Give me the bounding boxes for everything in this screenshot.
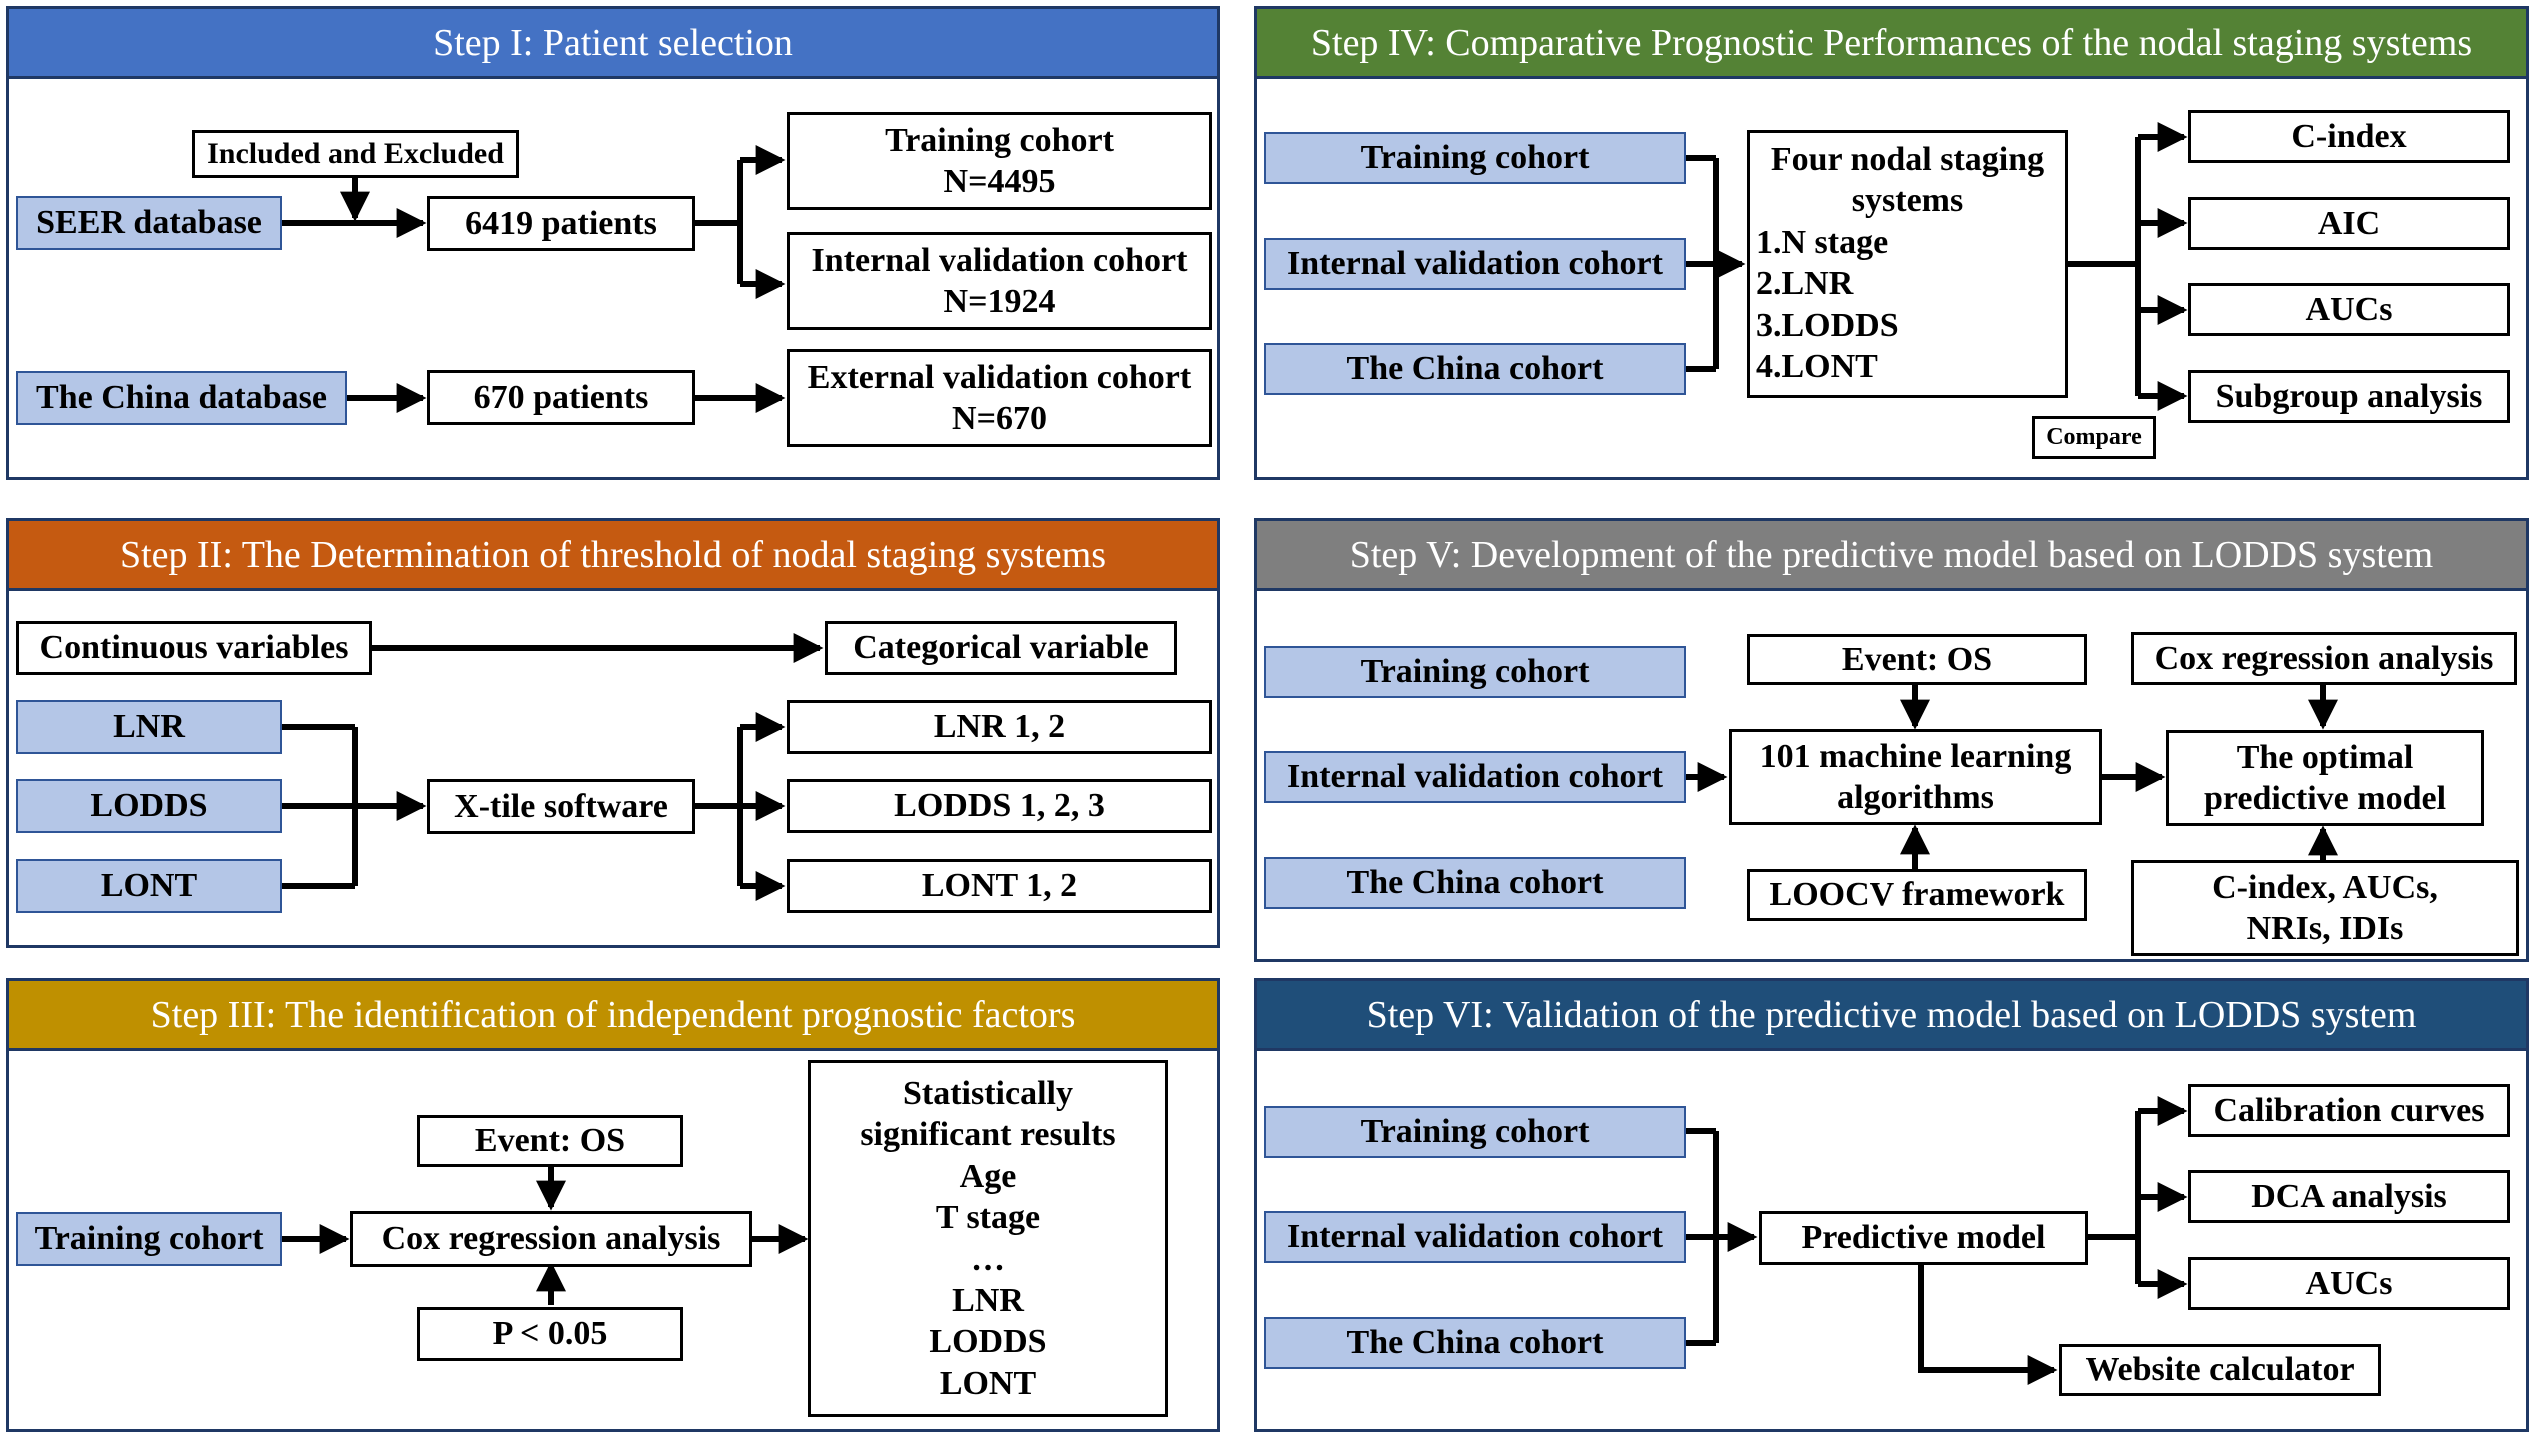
external-validation-box: External validation cohort N=670 (787, 349, 1212, 447)
significant-results-box: Statistically significant results Age T … (808, 1060, 1168, 1417)
ml-line: 101 machine learning (1759, 737, 2072, 775)
step1-title: Step I: Patient selection (9, 9, 1217, 79)
results-line: T stage (935, 1199, 1041, 1237)
ml-algorithms-box: 101 machine learning algorithms (1729, 729, 2102, 825)
lnr-output-box: LNR 1, 2 (787, 700, 1212, 754)
step6-training-cohort-box: Training cohort (1264, 1106, 1686, 1158)
lodds-output-box: LODDS 1, 2, 3 (787, 779, 1212, 833)
lont-input-box: LONT (16, 859, 282, 913)
four-staging-systems-box: Four nodal staging systems 1.N stage 2.L… (1747, 130, 2068, 398)
step4-training-cohort-box: Training cohort (1264, 132, 1686, 184)
patients-670-box: 670 patients (427, 370, 695, 425)
calibration-curves-box: Calibration curves (2188, 1084, 2510, 1137)
categorical-variable-box: Categorical variable (825, 621, 1177, 675)
step4-china-cohort-box: The China cohort (1264, 343, 1686, 395)
cindex-box: C-index (2188, 110, 2510, 163)
system-item: 4.LONT (1756, 348, 1878, 386)
optimal-model-box: The optimal predictive model (2166, 730, 2484, 826)
step4-title: Step IV: Comparative Prognostic Performa… (1257, 9, 2526, 79)
step6-internal-cohort-box: Internal validation cohort (1264, 1211, 1686, 1263)
step5-internal-cohort-box: Internal validation cohort (1264, 751, 1686, 803)
step3-event-box: Event: OS (417, 1115, 683, 1167)
step5-title: Step V: Development of the predictive mo… (1257, 521, 2526, 591)
results-line: significant results (860, 1116, 1116, 1154)
china-database-box: The China database (16, 371, 347, 425)
ml-line: algorithms (1837, 779, 1994, 816)
metrics-line: C-index, AUCs, (2212, 868, 2438, 906)
results-line: LNR (952, 1281, 1024, 1319)
training-cohort-label: Training cohort (885, 121, 1114, 159)
optimal-line: predictive model (2203, 780, 2447, 817)
step6-china-cohort-box: The China cohort (1264, 1317, 1686, 1369)
systems-title-line: systems (1851, 182, 1964, 220)
step5-event-box: Event: OS (1747, 634, 2087, 685)
lnr-input-box: LNR (16, 700, 282, 754)
lodds-input-box: LODDS (16, 779, 282, 833)
metrics-box: C-index, AUCs, NRIs, IDIs (2131, 860, 2519, 956)
external-validation-n: N=670 (952, 400, 1047, 437)
seer-database-box: SEER database (16, 196, 282, 250)
system-item: 1.N stage (1756, 223, 1889, 261)
continuous-variables-box: Continuous variables (16, 621, 372, 675)
loocv-framework-box: LOOCV framework (1747, 869, 2087, 921)
systems-title-line: Four nodal staging (1770, 141, 2045, 178)
metrics-line: NRIs, IDIs (2246, 910, 2404, 947)
internal-validation-box: Internal validation cohort N=1924 (787, 232, 1212, 330)
lont-output-box: LONT 1, 2 (787, 859, 1212, 913)
training-cohort-n: N=4495 (943, 163, 1056, 200)
p-value-box: P < 0.05 (417, 1307, 683, 1361)
step4-aucs-box: AUCs (2188, 283, 2510, 336)
dca-analysis-box: DCA analysis (2188, 1170, 2510, 1223)
step6-title: Step VI: Validation of the predictive mo… (1257, 981, 2526, 1051)
results-line: LODDS (929, 1323, 1047, 1361)
system-item: 2.LNR (1756, 265, 1854, 303)
patients-6419-box: 6419 patients (427, 196, 695, 251)
step4-internal-cohort-box: Internal validation cohort (1264, 238, 1686, 290)
optimal-line: The optimal (2236, 738, 2414, 776)
results-line: Statistically (903, 1074, 1073, 1112)
results-line: LONT (939, 1364, 1037, 1402)
step3-cox-box: Cox regression analysis (350, 1211, 752, 1267)
step5-cox-box: Cox regression analysis (2131, 632, 2517, 685)
step6-aucs-box: AUCs (2188, 1257, 2510, 1310)
internal-validation-n: N=1924 (943, 283, 1056, 320)
predictive-model-box: Predictive model (1759, 1211, 2088, 1265)
internal-validation-label: Internal validation cohort (811, 241, 1188, 279)
step2-title: Step II: The Determination of threshold … (9, 521, 1217, 591)
xtile-software-box: X-tile software (427, 779, 695, 834)
website-calculator-box: Website calculator (2059, 1344, 2381, 1396)
results-line: Age (959, 1157, 1017, 1195)
step3-title: Step III: The identification of independ… (9, 981, 1217, 1051)
included-excluded-box: Included and Excluded (192, 130, 519, 178)
training-cohort-box: Training cohort N=4495 (787, 112, 1212, 210)
step3-training-cohort-box: Training cohort (16, 1212, 282, 1266)
aic-box: AIC (2188, 197, 2510, 250)
step5-training-cohort-box: Training cohort (1264, 646, 1686, 698)
system-item: 3.LODDS (1756, 306, 1899, 344)
results-line: … (971, 1240, 1005, 1278)
step5-china-cohort-box: The China cohort (1264, 857, 1686, 909)
compare-label: Compare (2032, 416, 2156, 459)
external-validation-label: External validation cohort (807, 358, 1192, 396)
subgroup-analysis-box: Subgroup analysis (2188, 370, 2510, 423)
